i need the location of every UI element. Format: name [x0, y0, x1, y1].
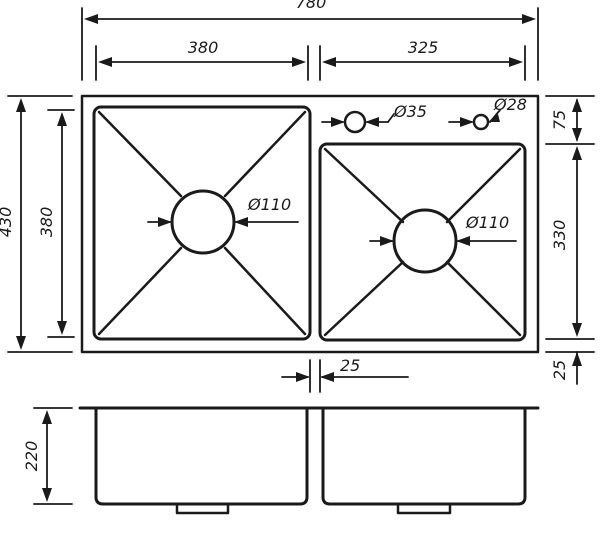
dimension-left-bowl-width: 380	[95, 38, 309, 81]
right-bowl-diagonal	[323, 147, 405, 224]
accessory-hole-callout: Ø28	[448, 95, 527, 127]
left-bowl-depth-label: 380	[37, 207, 56, 238]
arrowhead	[460, 117, 474, 127]
arrowhead	[572, 146, 582, 160]
side-view-left-drain	[175, 502, 230, 515]
right-bowl-width-label: 325	[408, 38, 439, 57]
overall-depth-label: 430	[0, 207, 15, 238]
faucet-hole	[343, 110, 367, 134]
arrowhead	[380, 236, 394, 246]
arrowhead	[522, 14, 536, 24]
left-bowl-diagonal	[223, 110, 307, 198]
left-bowl-outline	[92, 105, 312, 341]
accessory-hole	[472, 113, 490, 131]
side-view-right-bowl	[321, 406, 527, 506]
arrowhead	[234, 217, 248, 227]
arrowhead	[292, 57, 306, 67]
arrowhead	[572, 128, 582, 142]
arrowhead	[57, 321, 67, 335]
arrowhead	[42, 410, 52, 424]
dimension-bowl-height: 220	[22, 407, 73, 505]
arrowhead	[84, 14, 98, 24]
arrowhead	[572, 352, 582, 366]
arrowhead	[158, 217, 172, 227]
right-bowl-depth-label: 330	[550, 220, 569, 251]
arrowhead	[488, 114, 500, 122]
left-bowl-diagonal	[97, 246, 183, 336]
dimension-overall-depth: 430	[0, 95, 73, 353]
arrowhead	[456, 236, 470, 246]
left-drain-diameter-label: Ø110	[247, 195, 291, 214]
left-bowl-diagonal	[97, 110, 183, 198]
faucet-hole-callout: Ø35	[321, 102, 427, 127]
leader-line	[387, 113, 395, 123]
arrowhead	[320, 372, 334, 382]
dimension-right-vertical-chain: 75 330 25	[545, 95, 595, 385]
right-bowl-diagonal	[445, 147, 522, 224]
dimension-overall-width: 780	[81, 0, 539, 81]
sink-side-view	[78, 406, 540, 515]
arrowhead	[42, 488, 52, 502]
arrowhead	[322, 57, 336, 67]
accessory-hole-diameter-label: Ø28	[493, 95, 527, 114]
overall-width-label: 780	[296, 0, 327, 12]
right-bottom-margin-label: 25	[550, 360, 569, 380]
arrowhead	[331, 117, 345, 127]
right-drain-diameter-label: Ø110	[465, 213, 509, 232]
faucet-hole-diameter-label: Ø35	[393, 102, 427, 121]
bowl-height-label: 220	[22, 441, 41, 472]
arrowhead	[98, 57, 112, 67]
sink-outer-rim	[80, 94, 540, 354]
arrowhead	[509, 57, 523, 67]
arrowhead	[296, 372, 310, 382]
side-view-left-bowl	[94, 406, 309, 506]
right-top-margin-label: 75	[550, 110, 569, 130]
right-drain-hole	[392, 208, 458, 274]
left-drain-hole	[170, 189, 236, 255]
right-bowl	[318, 142, 527, 342]
dimension-partition-width: 25	[281, 356, 409, 393]
side-view-right-drain	[396, 502, 452, 515]
left-bowl	[92, 105, 312, 341]
dimension-right-bowl-width: 325	[319, 38, 526, 81]
left-drain-callout: Ø110	[147, 195, 299, 227]
arrowhead	[572, 323, 582, 337]
arrowhead	[57, 112, 67, 126]
dimension-left-bowl-depth: 380	[37, 109, 75, 338]
left-bowl-width-label: 380	[188, 38, 219, 57]
right-bowl-diagonal	[323, 260, 405, 337]
arrowhead	[572, 98, 582, 112]
arrowhead	[16, 98, 26, 112]
right-drain-callout: Ø110	[369, 213, 517, 246]
partition-width-label: 25	[340, 356, 360, 375]
right-bowl-diagonal	[445, 260, 522, 337]
arrowhead	[16, 336, 26, 350]
arrowhead	[365, 117, 379, 127]
right-bowl-outline	[318, 142, 527, 342]
left-bowl-diagonal	[223, 246, 307, 336]
